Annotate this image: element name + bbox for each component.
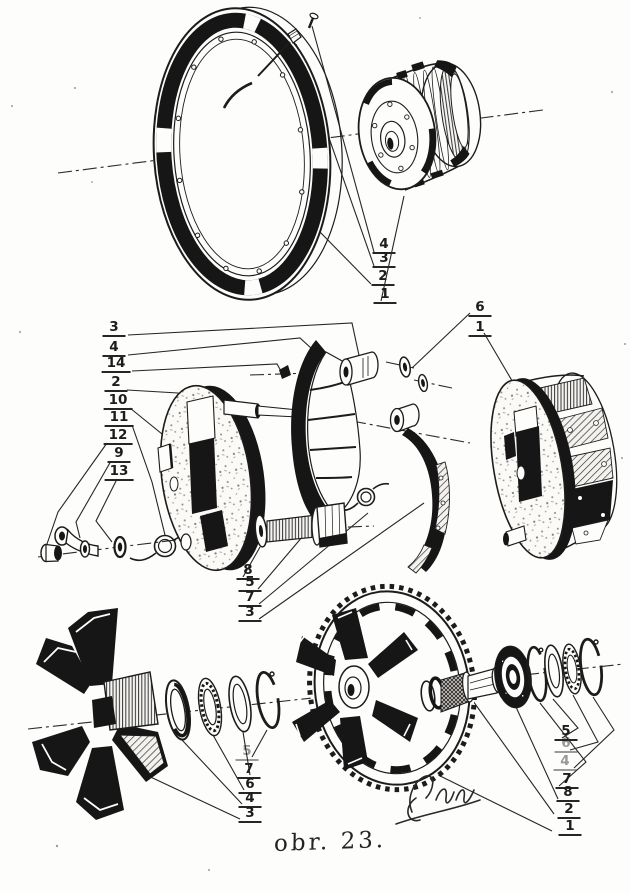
sprocket-paddles [292,608,418,770]
assembled-brake-plate [490,372,618,560]
circlip-1 [255,670,281,730]
brake-cam-washer [254,514,268,548]
drum-flange-holes [372,101,415,172]
signature [395,775,481,825]
anchor-pin [279,365,291,379]
splined-washer [197,677,223,737]
spoke-nipple [287,28,302,44]
nipple-screw [307,12,319,29]
shoe2-pivot-barrel [389,403,420,433]
spoke-nipple-holes [175,36,305,274]
ball-bearing [494,645,532,709]
pivot-washers [399,356,429,393]
wheel-axle [420,666,503,713]
plate-axle-stub [223,399,301,419]
brake-backing-plate [157,384,301,572]
brake-cam-pin [266,502,348,548]
lever-washer [113,535,127,559]
hub-drum [357,60,482,191]
lever-nut [40,543,62,563]
right-brake-shoe [389,403,450,574]
wheel-rim [152,6,343,301]
star-bevels [41,613,119,812]
plate-cam-stub [503,525,527,547]
circlip-3 [578,637,604,697]
spacer-ring-2 [228,675,252,733]
scan-specks [11,17,626,871]
spacer-ring-1 [164,679,192,741]
brake-lever [54,526,99,558]
wheel-spoke [222,41,291,109]
plain-washer [544,644,564,698]
shoe-pivot-barrel [339,351,379,386]
central-brake-shoe [291,340,379,528]
figure-caption: obr. 23. [273,827,387,857]
cush-drive-star [32,608,168,820]
